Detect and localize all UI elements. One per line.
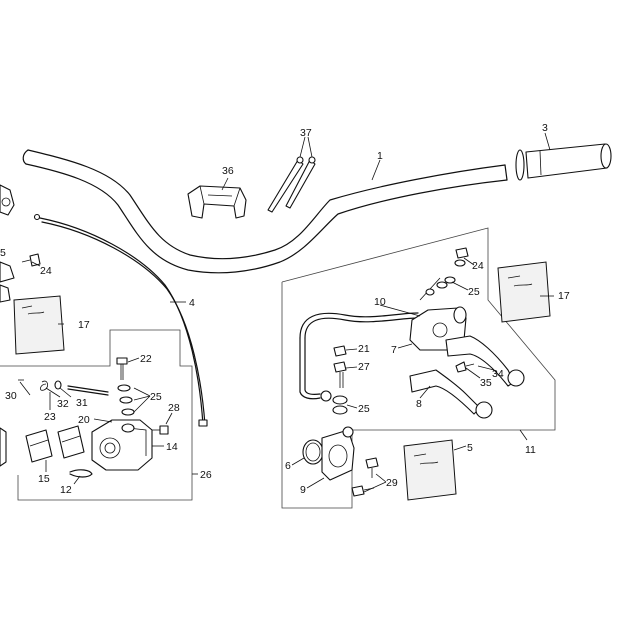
callout-31: 31 xyxy=(76,397,88,409)
clamp-screws xyxy=(351,457,379,497)
callout-5-left: 5 xyxy=(0,247,6,259)
cable-ties xyxy=(267,156,316,213)
callout-3: 3 xyxy=(542,122,548,134)
callout-14: 14 xyxy=(166,441,178,453)
callout-21: 21 xyxy=(358,343,370,355)
callout-26: 26 xyxy=(200,469,212,481)
handlebar-pad xyxy=(187,185,247,219)
callout-7: 7 xyxy=(391,344,397,356)
bolt xyxy=(116,357,128,380)
callout-9: 9 xyxy=(300,484,306,496)
callout-11: 11 xyxy=(525,444,536,456)
pad-clip xyxy=(69,469,93,478)
callout-20: 20 xyxy=(78,414,90,426)
callout-27: 27 xyxy=(358,361,370,373)
callout-5: 5 xyxy=(467,442,473,454)
callout-30: 30 xyxy=(5,390,17,402)
callout-25-right-top: 25 xyxy=(468,286,480,298)
parts-bag-left xyxy=(13,295,65,355)
reservoir-bolt xyxy=(454,247,469,267)
callout-29: 29 xyxy=(386,477,398,489)
parts-bag-bottom xyxy=(403,439,457,501)
callout-25-right-mid: 25 xyxy=(358,403,370,415)
brake-pads xyxy=(25,425,85,463)
grip xyxy=(515,143,612,181)
callout-25-left: 25 xyxy=(150,391,162,403)
callout-6: 6 xyxy=(285,460,291,472)
bleed-screw xyxy=(150,425,169,435)
brake-lever xyxy=(445,335,525,387)
handlebar xyxy=(22,149,508,274)
callout-1: 1 xyxy=(377,150,383,162)
callout-17-left: 17 xyxy=(78,319,90,331)
left-edge-parts xyxy=(0,184,41,303)
washers-right-top xyxy=(436,276,456,289)
callout-23: 23 xyxy=(44,411,56,423)
banjo-bolt xyxy=(333,345,347,357)
cable xyxy=(33,213,208,427)
left-edge-bracket xyxy=(0,427,7,467)
brake-caliper xyxy=(91,419,153,471)
washers-left xyxy=(117,384,135,416)
leader-lines xyxy=(19,132,554,493)
washers-right-mid xyxy=(332,395,348,415)
pin-and-rod xyxy=(54,380,109,396)
callout-35: 35 xyxy=(480,377,492,389)
lever-clamp xyxy=(302,426,355,481)
callout-34: 34 xyxy=(492,368,504,380)
callout-24-left: 24 xyxy=(40,265,52,277)
callout-15: 15 xyxy=(38,473,50,485)
left-caliper-frame xyxy=(0,329,193,501)
brake-hose xyxy=(299,277,441,402)
callout-8: 8 xyxy=(416,398,422,410)
callout-28: 28 xyxy=(168,402,180,414)
callout-32: 32 xyxy=(57,398,69,410)
parts-bag-right xyxy=(497,261,551,323)
callout-24-right: 24 xyxy=(472,260,484,272)
callout-37: 37 xyxy=(300,127,312,139)
callout-22: 22 xyxy=(140,353,152,365)
callout-36: 36 xyxy=(222,165,234,177)
clutch-lever xyxy=(409,369,493,419)
callout-17-right: 17 xyxy=(558,290,570,302)
master-cylinder-frame xyxy=(281,227,556,509)
callout-4: 4 xyxy=(189,297,195,309)
lever-screw xyxy=(455,361,475,373)
callout-12: 12 xyxy=(60,484,72,496)
callout-10: 10 xyxy=(374,296,386,308)
spring xyxy=(18,379,48,391)
hose-fitting xyxy=(333,361,347,388)
callout-numbers: 1 3 36 37 4 17 24 25 10 7 21 27 25 35 34… xyxy=(0,122,570,496)
